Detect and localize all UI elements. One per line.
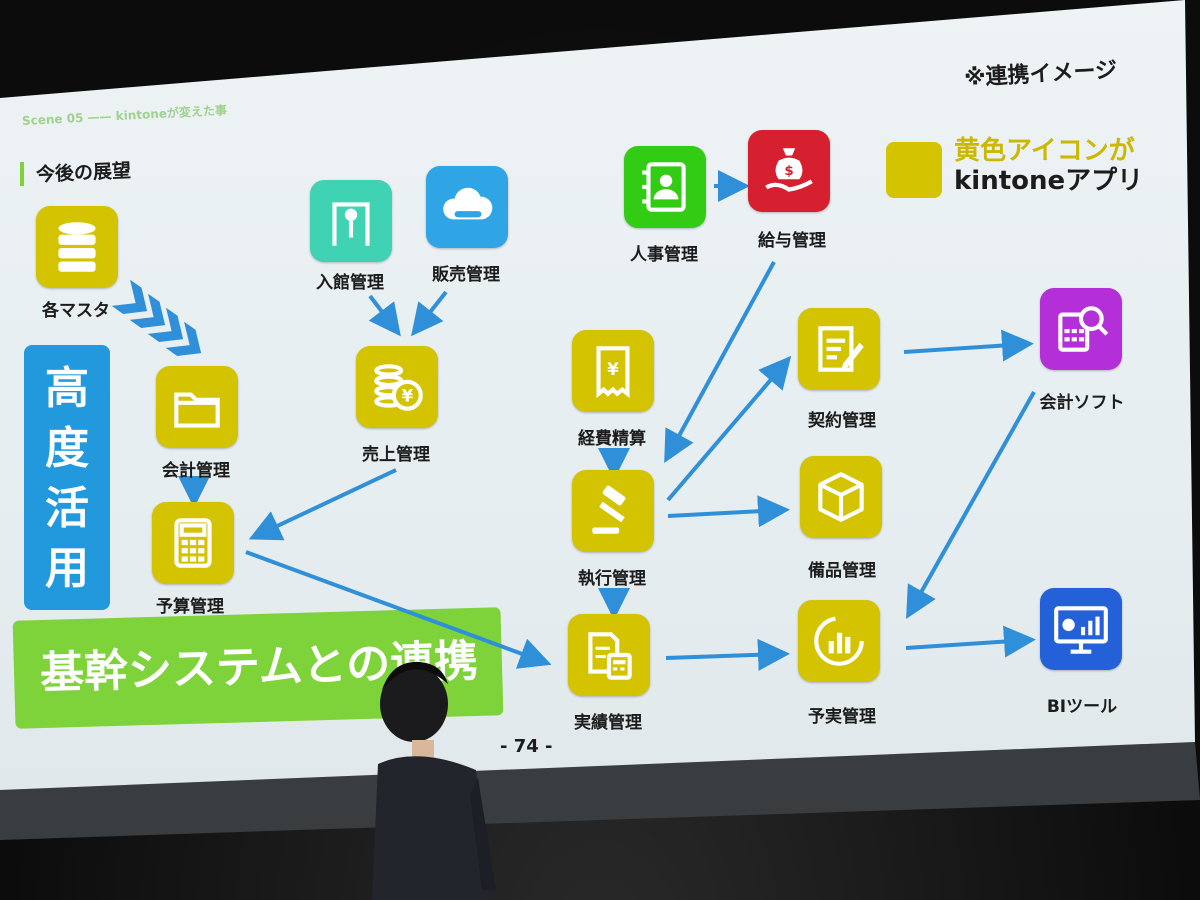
koudo-katsuyo-box: 高 度 活 用: [24, 345, 110, 610]
arrow-kaikeisoft-to-yojitsu: [906, 391, 1036, 619]
database-icon: [36, 206, 118, 288]
app-label-jisseki-kanri: 実績管理: [574, 713, 642, 733]
app-label-kaikei-kanri: 会計管理: [162, 461, 230, 481]
page-number: - 74 -: [500, 736, 553, 757]
legend-line1: 黄色アイコンが: [954, 136, 1135, 166]
monitor-chart-icon: [1040, 588, 1122, 670]
cloud-icon: [426, 166, 508, 248]
money-bag-icon: $: [748, 130, 830, 212]
arrow-jisseki-to-yojitsu: [665, 638, 790, 671]
svg-text:¥: ¥: [402, 386, 414, 405]
koudo-char: 用: [45, 543, 89, 594]
box-icon: [800, 456, 882, 538]
arrow-hanbai-to-uriage: [411, 290, 448, 337]
app-label-kyuyo-kanri: 給与管理: [758, 231, 826, 251]
svg-text:¥: ¥: [607, 360, 619, 379]
arrow-shikko-to-bihin: [667, 495, 790, 528]
app-label-hanbai-kanri: 販売管理: [432, 265, 500, 285]
app-label-keihi-seisan: 経費精算: [578, 429, 646, 449]
app-label-jinji-kanri: 人事管理: [630, 245, 698, 265]
search-calculator-icon: [1040, 288, 1122, 370]
gate-icon: [310, 180, 392, 262]
app-label-kaku-masuta: 各マスタ: [42, 301, 110, 321]
gavel-icon: [572, 470, 654, 552]
arrow-yojitsu-to-bi: [905, 625, 1036, 658]
arrow-yosan-to-jisseki: [245, 550, 552, 669]
receipt-icon: ¥: [572, 330, 654, 412]
svg-text:$: $: [784, 164, 793, 179]
koudo-char: 度: [45, 423, 89, 474]
contact-book-icon: [624, 146, 706, 228]
koudo-char: 活: [45, 483, 89, 534]
app-label-yojitsu-kanri: 予実管理: [808, 707, 876, 727]
chevron-arrows: [111, 279, 202, 356]
koudo-char: 高: [45, 363, 89, 414]
legend-yellow-swatch: [886, 142, 942, 198]
calculator-icon: [152, 502, 234, 584]
folder-icon: [156, 366, 238, 448]
presenter-silhouette: [372, 661, 496, 900]
arrow-shikko-to-keiyaku: [666, 355, 792, 502]
arrow-kyuyo-to-shikko: [664, 261, 776, 464]
documents-icon: [568, 614, 650, 696]
app-label-keiyaku-kanri: 契約管理: [808, 411, 876, 431]
app-label-yosan-kanri: 予算管理: [156, 597, 224, 617]
app-label-uriage-kanri: 売上管理: [362, 445, 430, 465]
legend-line2: kintoneアプリ: [954, 166, 1144, 196]
section-accent-bar: [20, 162, 24, 186]
app-label-nyukan-kanri: 入館管理: [316, 273, 384, 293]
arrow-uriage-to-yosan: [248, 468, 397, 541]
chart-icon: [798, 600, 880, 682]
app-label-bihin-kanri: 備品管理: [808, 561, 876, 581]
app-label-kaikei-soft: 会計ソフト: [1039, 393, 1125, 413]
app-label-bi-tool: BIツール: [1046, 697, 1118, 717]
app-label-shikko-kanri: 執行管理: [578, 569, 646, 589]
arrow-nyukan-to-uriage: [368, 294, 401, 337]
arrow-keiyaku-to-kaikeisoft: [903, 329, 1034, 362]
coins-icon: ¥: [356, 346, 438, 428]
contract-icon: [798, 308, 880, 390]
